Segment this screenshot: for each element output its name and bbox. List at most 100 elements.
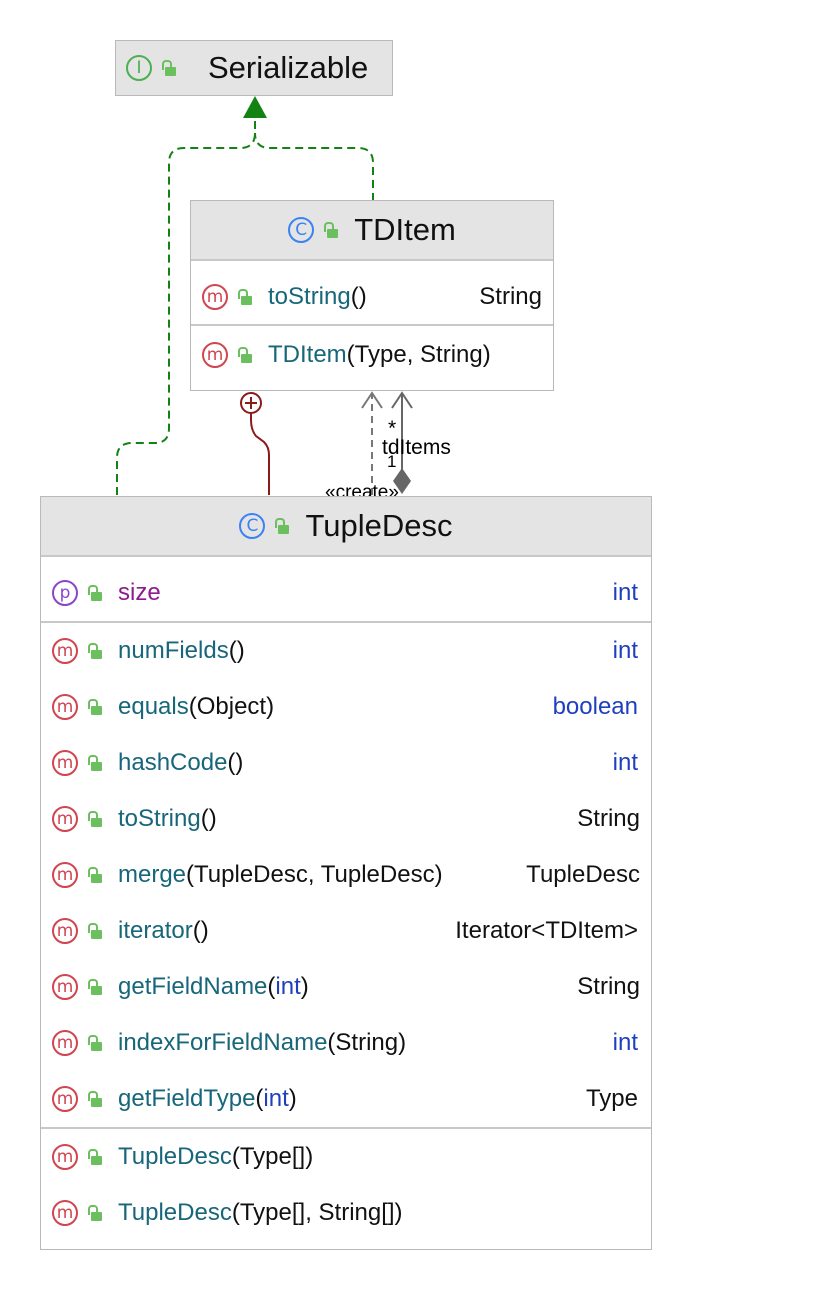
tditem-method-tostring[interactable]: m toString(): [202, 282, 367, 312]
tditem-title: TDItem: [354, 212, 456, 247]
tupledesc-method-indexforfieldname[interactable]: m indexForFieldName(String): [52, 1028, 406, 1058]
method-icon: m: [52, 1200, 78, 1226]
realization-edge-tupledesc: [116, 118, 256, 495]
method-icon: m: [202, 284, 228, 310]
method-return-type: int: [612, 749, 638, 776]
method-icon: m: [52, 918, 78, 944]
tupledesc-method-hashcode[interactable]: m hashCode(): [52, 748, 243, 778]
method-icon: m: [52, 638, 78, 664]
method-return-type: int: [612, 637, 638, 664]
tupledesc-method-getfieldtype[interactable]: m getFieldType(int): [52, 1084, 297, 1114]
public-lock-icon: [88, 811, 104, 827]
method-name: equals: [118, 693, 189, 720]
property-type: int: [612, 579, 638, 606]
method-name: getFieldType: [118, 1085, 256, 1112]
tupledesc-property-size[interactable]: p size: [52, 578, 161, 608]
tupledesc-method-tostring[interactable]: m toString(): [52, 804, 217, 834]
method-icon: m: [52, 1086, 78, 1112]
method-icon: m: [52, 694, 78, 720]
tditem-separator-mid: [191, 324, 553, 326]
composition-diamond-icon: [393, 468, 411, 494]
method-return-type: String: [577, 973, 640, 1000]
serializable-title: Serializable: [208, 50, 369, 85]
method-params: (): [350, 283, 367, 310]
tupledesc-constructor-1[interactable]: m TupleDesc(Type[]): [52, 1142, 313, 1172]
method-name: toString: [118, 805, 201, 832]
tditem-header: C TDItem: [191, 201, 553, 259]
inner-class-edge: [250, 414, 270, 495]
method-params-close: ): [300, 973, 309, 1000]
method-name: toString: [268, 283, 351, 310]
public-lock-icon: [238, 347, 254, 363]
method-return-type: String: [577, 805, 640, 832]
public-lock-icon: [324, 222, 340, 238]
public-lock-icon: [162, 60, 178, 76]
method-icon: m: [52, 974, 78, 1000]
multiplicity-many-label: *: [388, 417, 397, 440]
public-lock-icon: [88, 1091, 104, 1107]
method-params-open: (: [267, 973, 276, 1000]
method-return-type: TupleDesc: [526, 861, 640, 888]
method-icon: m: [52, 750, 78, 776]
constructor-name: TupleDesc: [118, 1143, 232, 1170]
realization-arrowhead: [243, 96, 267, 118]
public-lock-icon: [88, 867, 104, 883]
role-label: tdItems: [382, 436, 451, 459]
tupledesc-separator-methods: [41, 1127, 651, 1129]
realization-edge-tditem: [254, 132, 374, 201]
tupledesc-title: TupleDesc: [305, 508, 453, 543]
constructor-name: TupleDesc: [118, 1199, 232, 1226]
tupledesc-separator-top: [41, 555, 651, 557]
serializable-interface-box[interactable]: I Serializable: [115, 40, 393, 96]
method-name: hashCode: [118, 749, 228, 776]
method-params-close: ): [288, 1085, 297, 1112]
class-icon: C: [288, 217, 315, 243]
method-param-type: int: [275, 973, 301, 1000]
tditem-constructor[interactable]: m TDItem(Type, String): [202, 340, 491, 370]
method-params: (): [192, 917, 209, 944]
public-lock-icon: [88, 1149, 104, 1165]
serializable-header: I Serializable: [116, 41, 392, 95]
create-dependency-arrowhead: [361, 391, 383, 409]
tupledesc-method-numfields[interactable]: m numFields(): [52, 636, 245, 666]
tupledesc-separator-props: [41, 621, 651, 623]
method-params: (): [227, 749, 244, 776]
method-return-type: int: [612, 1029, 638, 1056]
tupledesc-method-iterator[interactable]: m iterator(): [52, 916, 209, 946]
public-lock-icon: [88, 1205, 104, 1221]
tupledesc-method-equals[interactable]: m equals(Object): [52, 692, 274, 722]
tditem-separator-top: [191, 259, 553, 261]
method-params: (String): [327, 1029, 407, 1056]
public-lock-icon: [275, 518, 291, 534]
method-name: indexForFieldName: [118, 1029, 328, 1056]
method-icon: m: [52, 862, 78, 888]
public-lock-icon: [88, 643, 104, 659]
tupledesc-constructor-2[interactable]: m TupleDesc(Type[], String[]): [52, 1198, 403, 1228]
public-lock-icon: [88, 585, 104, 601]
tupledesc-class-box[interactable]: C TupleDesc: [40, 496, 652, 1250]
public-lock-icon: [88, 923, 104, 939]
method-return-type: String: [479, 283, 542, 310]
method-icon: m: [52, 806, 78, 832]
composition-arrowhead: [391, 391, 413, 409]
method-params-open: (: [255, 1085, 264, 1112]
method-name: getFieldName: [118, 973, 268, 1000]
property-name: size: [118, 579, 161, 606]
method-params: (): [200, 805, 217, 832]
tupledesc-method-merge[interactable]: m merge(TupleDesc, TupleDesc): [52, 860, 443, 890]
method-name: iterator: [118, 917, 193, 944]
method-param-type: int: [263, 1085, 289, 1112]
tupledesc-method-getfieldname[interactable]: m getFieldName(int): [52, 972, 309, 1002]
property-icon: p: [52, 580, 78, 606]
method-return-type: boolean: [552, 693, 638, 720]
public-lock-icon: [88, 979, 104, 995]
constructor-params: (Type[]): [231, 1143, 314, 1170]
constructor-params: (Type, String): [346, 341, 491, 368]
method-params: (Object): [188, 693, 275, 720]
method-name: merge: [118, 861, 187, 888]
multiplicity-one-label: 1: [387, 452, 397, 471]
method-icon: m: [52, 1030, 78, 1056]
method-params: (): [228, 637, 245, 664]
public-lock-icon: [238, 289, 254, 305]
